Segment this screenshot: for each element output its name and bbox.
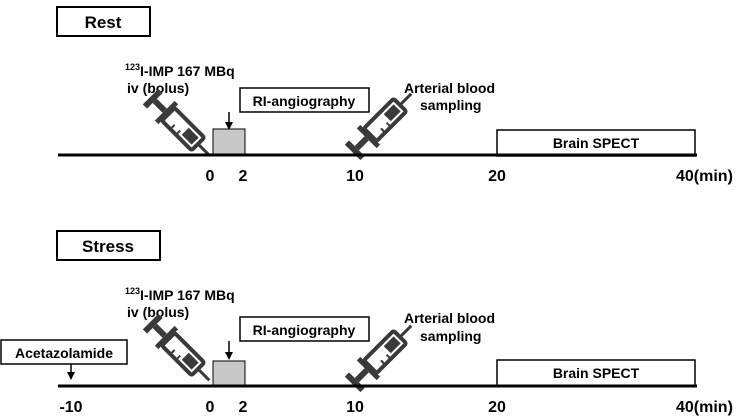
rest-injection-agent: I-IMP 167 MBq bbox=[140, 63, 235, 79]
stress-acetazolamide-box bbox=[0, 339, 128, 365]
rest-tick-2: 2 bbox=[239, 168, 248, 185]
stress-sampling-label-line2: sampling bbox=[420, 328, 481, 344]
stress-acetazolamide-arrowhead bbox=[67, 372, 75, 380]
stress-acetazolamide-label: Acetazolamide bbox=[15, 345, 113, 361]
stress-title-box bbox=[56, 230, 161, 261]
rest-angiography-label: RI-angiography bbox=[253, 93, 356, 109]
rest-injection-syringe-icon bbox=[141, 87, 219, 165]
rest-bolus-box bbox=[212, 128, 246, 156]
stress-panel: Stress 123I-IMP 167 MBq iv (bolus) Aceta… bbox=[0, 230, 733, 416]
rest-injection-label-line1: 123I-IMP 167 MBq bbox=[125, 62, 235, 79]
rest-tick-20: 20 bbox=[488, 168, 506, 185]
stress-isotope-superscript: 123 bbox=[125, 286, 140, 296]
stress-spect-box bbox=[496, 359, 696, 387]
rest-angiography-box bbox=[239, 87, 370, 113]
rest-title-box bbox=[56, 6, 151, 37]
stress-bolus-box bbox=[212, 360, 246, 388]
stress-sampling-label-line1: Arterial blood bbox=[404, 310, 495, 326]
rest-title: Rest bbox=[85, 13, 122, 32]
stress-spect-label: Brain SPECT bbox=[553, 365, 640, 381]
rest-sampling-label-line2: sampling bbox=[420, 97, 481, 113]
stress-injection-label-line1: 123I-IMP 167 MBq bbox=[125, 286, 235, 303]
stress-tick-10: 10 bbox=[346, 399, 364, 416]
stress-angiography-box bbox=[239, 316, 370, 342]
rest-angiography-arrowhead bbox=[225, 122, 233, 130]
rest-isotope-superscript: 123 bbox=[125, 62, 140, 72]
stress-tick-2: 2 bbox=[239, 399, 248, 416]
stress-injection-label-line2: iv (bolus) bbox=[127, 304, 189, 320]
rest-injection-label-line2: iv (bolus) bbox=[127, 80, 189, 96]
stress-tick-minus10: -10 bbox=[59, 399, 82, 416]
stress-injection-syringe-icon bbox=[141, 312, 219, 390]
rest-sampling-label-line1: Arterial blood bbox=[404, 80, 495, 96]
stress-angiography-arrowhead bbox=[225, 352, 233, 360]
stress-injection-agent: I-IMP 167 MBq bbox=[140, 287, 235, 303]
stress-tick-0: 0 bbox=[206, 399, 215, 416]
stress-title: Stress bbox=[82, 237, 134, 256]
stress-angiography-label: RI-angiography bbox=[253, 322, 356, 338]
stress-tick-40: 40(min) bbox=[676, 399, 733, 416]
rest-tick-10: 10 bbox=[346, 168, 364, 185]
rest-panel: Rest 123I-IMP 167 MBq iv (bolus) RI-angi… bbox=[56, 6, 733, 185]
stress-tick-20: 20 bbox=[488, 399, 506, 416]
rest-tick-0: 0 bbox=[206, 168, 215, 185]
rest-spect-label: Brain SPECT bbox=[553, 135, 640, 151]
rest-tick-40: 40(min) bbox=[676, 168, 733, 185]
